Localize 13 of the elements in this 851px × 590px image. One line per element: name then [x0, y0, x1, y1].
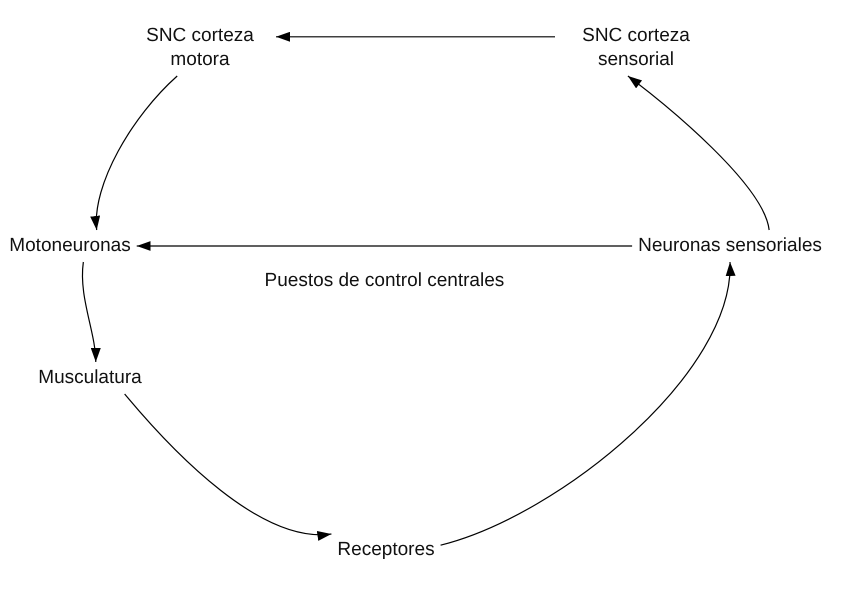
arrow: [82, 262, 100, 362]
arrow: [440, 262, 734, 546]
arrow: [124, 394, 332, 540]
node-label: Receptores: [337, 538, 435, 562]
arrow: [628, 76, 770, 230]
node-label: SNC corteza motora: [145, 24, 255, 72]
node-label: Motoneuronas: [9, 234, 131, 258]
arrow: [276, 32, 555, 42]
node-label: SNC corteza sensorial: [581, 24, 691, 72]
arrow: [136, 241, 632, 251]
arrow: [91, 76, 178, 230]
node-label: Neuronas sensoriales: [638, 234, 822, 258]
node-label: Musculatura: [38, 366, 142, 390]
